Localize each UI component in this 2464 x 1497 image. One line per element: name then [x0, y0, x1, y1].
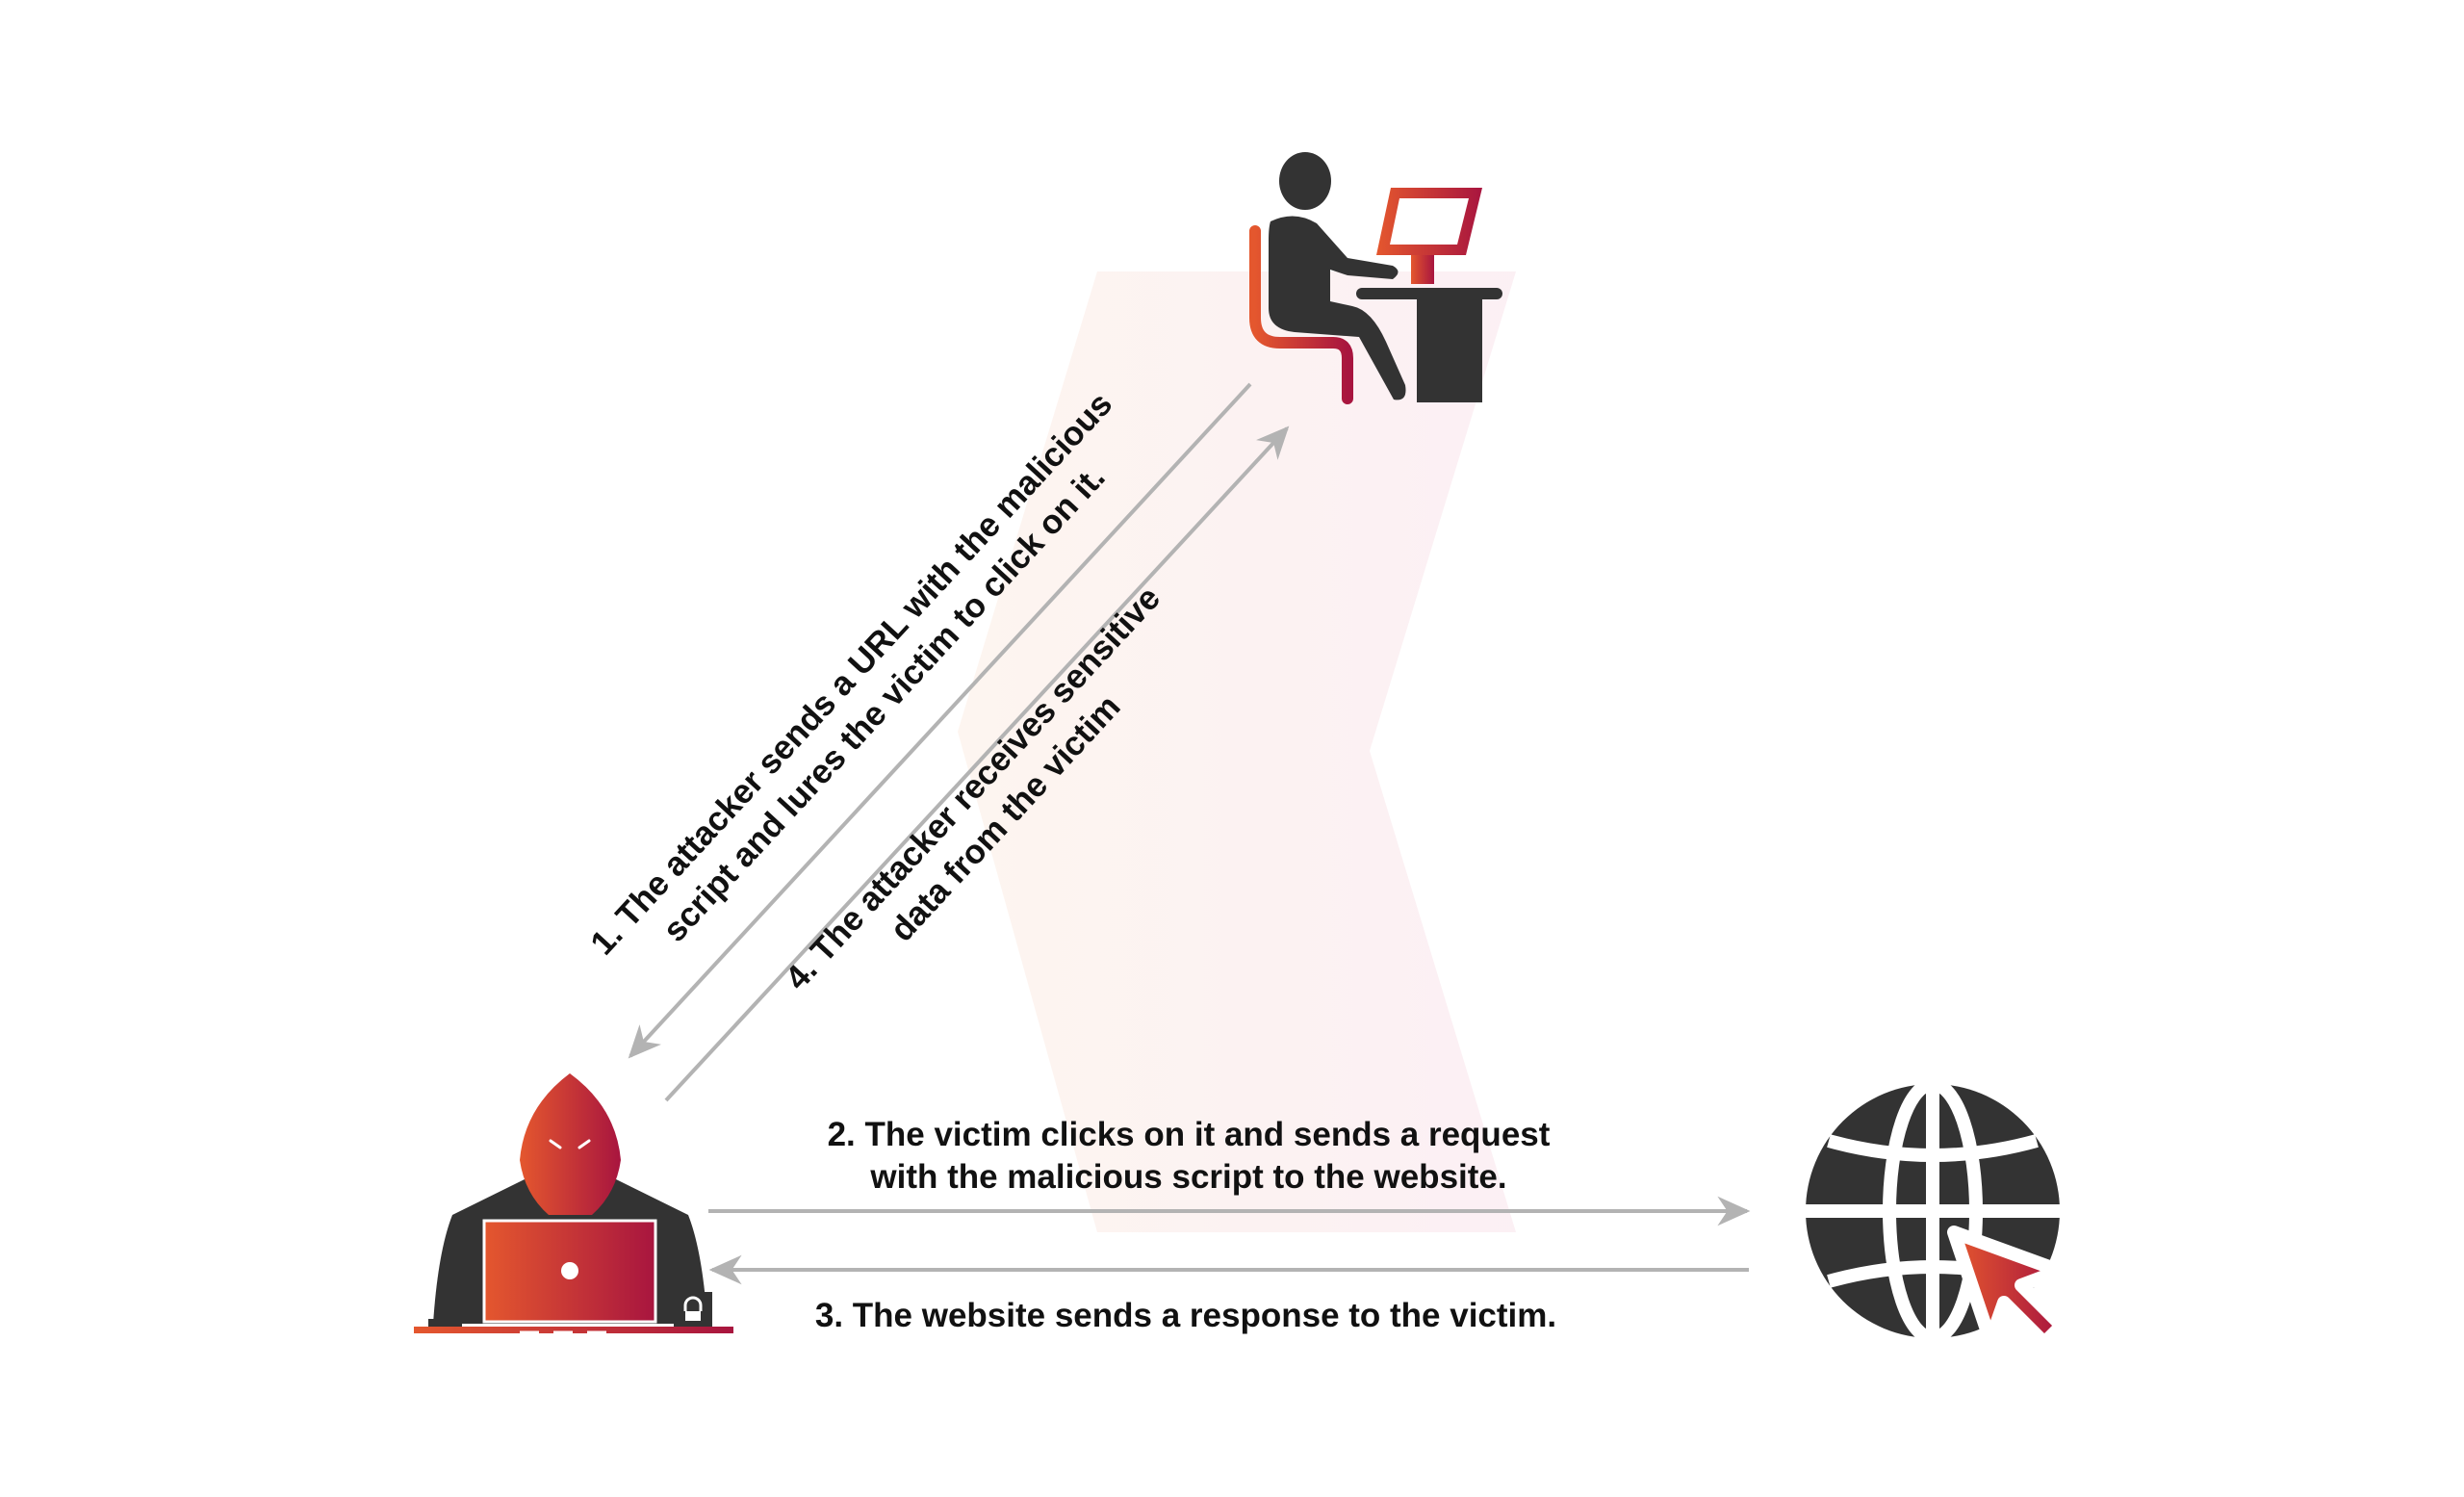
hooded-hacker-laptop-icon	[414, 1073, 733, 1334]
step2-line1: 2. The victim clicks on it and sends a r…	[828, 1116, 1551, 1153]
person-at-computer-icon	[1249, 152, 1502, 404]
globe-cursor-icon	[1800, 1077, 2068, 1350]
arrow-step4-attacker-to-victim	[664, 426, 1290, 1102]
step3-label: 3. The website sends a response to the v…	[815, 1297, 1556, 1334]
step2-label: 2. The victim clicks on it and sends a r…	[828, 1116, 1551, 1196]
step2-line2: with the malicious script to the website…	[869, 1158, 1506, 1196]
background-chevron-shape	[958, 271, 1516, 1232]
arrow-step1-victim-to-attacker	[628, 382, 1252, 1059]
